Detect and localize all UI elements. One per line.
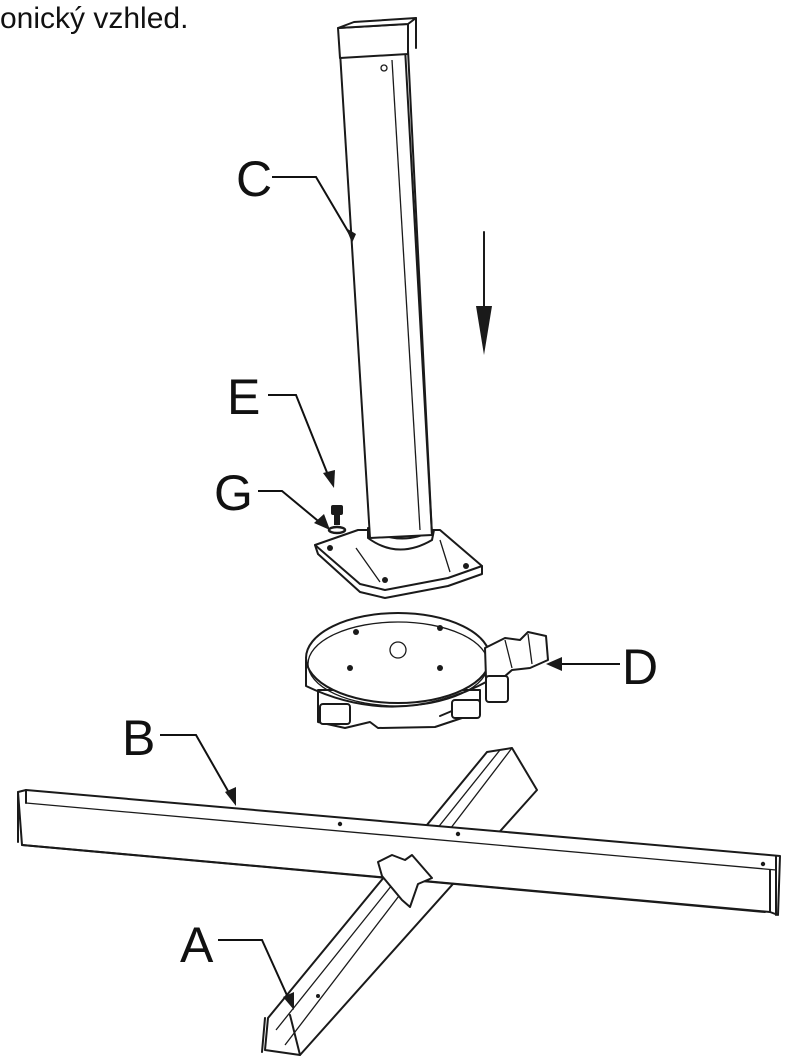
- label-g: G: [214, 465, 253, 521]
- swivel-unit-d: [305, 612, 549, 729]
- pole-c: [314, 17, 483, 599]
- leader-b: [160, 734, 233, 799]
- bolt-e: [331, 505, 343, 525]
- leader-g: [258, 490, 324, 526]
- label-a: A: [180, 917, 214, 973]
- leader-c: [272, 176, 353, 239]
- cross-rail-a: [261, 747, 538, 1056]
- label-b: B: [122, 710, 155, 766]
- washer-g: [327, 525, 347, 535]
- label-d: D: [622, 639, 658, 695]
- leader-a: [218, 939, 291, 1003]
- down-arrow-icon: [476, 231, 492, 355]
- leader-e: [268, 394, 331, 481]
- label-c: C: [236, 151, 272, 207]
- label-e: E: [227, 369, 260, 425]
- long-rail-b: [17, 789, 781, 916]
- caption-text: onický vzhled.: [0, 2, 189, 35]
